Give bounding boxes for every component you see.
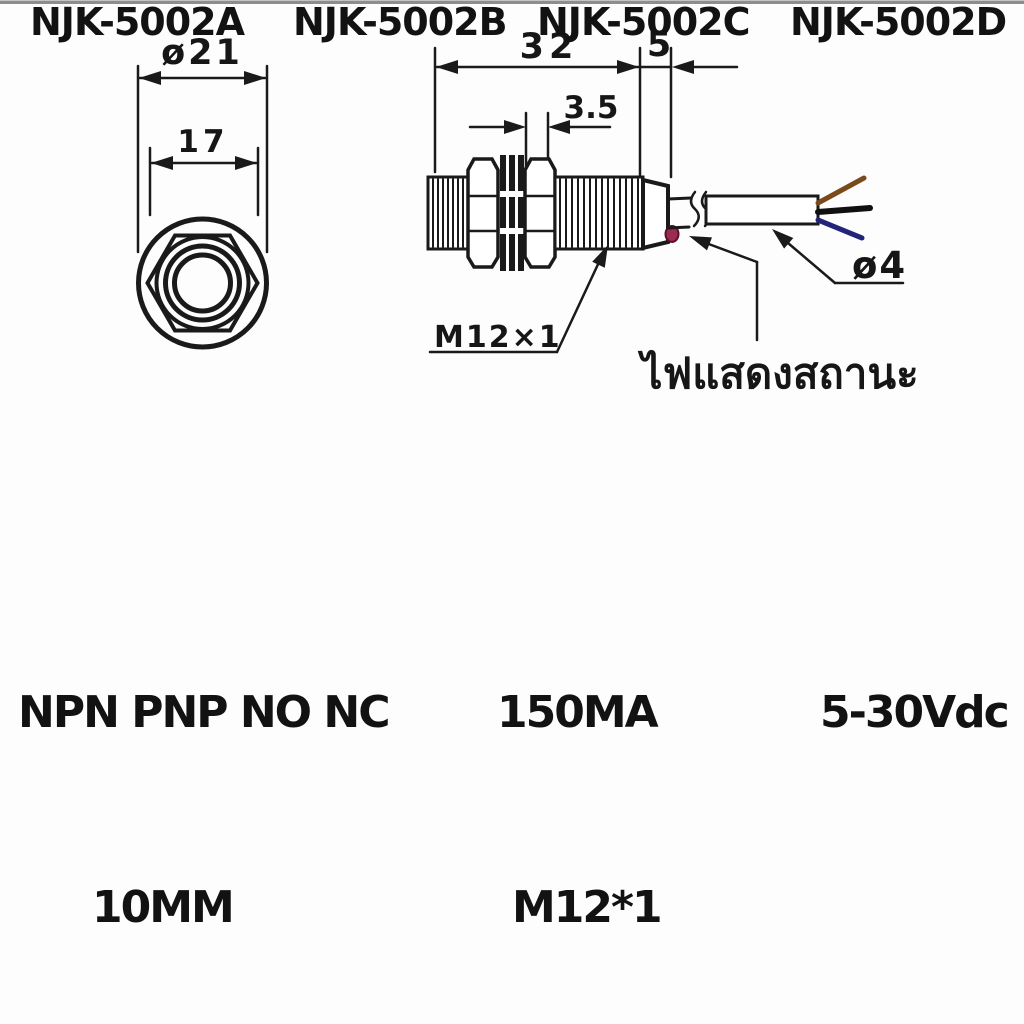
thread-inner-circle bbox=[172, 252, 233, 314]
cable-stub bbox=[666, 225, 691, 230]
cable bbox=[704, 194, 820, 226]
wire-blue bbox=[815, 217, 865, 241]
wire-brown bbox=[815, 175, 867, 206]
arrowhead bbox=[592, 245, 608, 268]
thread-lines bbox=[559, 178, 639, 248]
hex-nut-outline bbox=[145, 233, 260, 333]
arrowhead bbox=[235, 156, 257, 170]
led-indicator bbox=[664, 225, 680, 243]
indicator-label: ไฟแสดงสถานะ bbox=[637, 349, 918, 398]
leader-line bbox=[555, 258, 602, 354]
rear-cap bbox=[641, 177, 670, 251]
arrowhead bbox=[139, 71, 161, 85]
arrowhead bbox=[436, 60, 458, 74]
inscribed-circle bbox=[154, 235, 251, 331]
dimension-drawing: ø21 17 32 bbox=[136, 25, 919, 398]
side-view: 32 5 3.5 bbox=[426, 25, 919, 398]
arrowhead bbox=[504, 120, 526, 134]
dim-hex-label: 17 bbox=[177, 124, 228, 160]
hex-nut-side bbox=[466, 157, 500, 269]
thread-outer-circle bbox=[163, 243, 242, 323]
arrowhead bbox=[672, 60, 694, 74]
main-barrel bbox=[553, 175, 645, 251]
thread-lines bbox=[432, 178, 464, 248]
model-cell: NJK-5002A bbox=[30, 0, 245, 44]
model-row: NJK-5002A NJK-5002B NJK-5002C NJK-5002D bbox=[0, 0, 1024, 44]
sensing-distance-cell: 10MM bbox=[92, 882, 235, 933]
cable-break bbox=[689, 190, 700, 228]
cable-diameter-label: ø4 bbox=[852, 244, 907, 287]
model-cell: NJK-5002D bbox=[790, 0, 1007, 44]
arrowhead bbox=[548, 120, 570, 134]
model-cell: NJK-5002B bbox=[293, 0, 508, 44]
washer-stack bbox=[500, 155, 524, 271]
current-rating-cell: 150MA bbox=[497, 687, 659, 738]
thread-spec-cell: M12*1 bbox=[512, 882, 663, 933]
arrowhead bbox=[151, 156, 173, 170]
model-cell: NJK-5002C bbox=[537, 0, 751, 44]
output-type-cell: NPN PNP NO NC bbox=[18, 687, 391, 738]
voltage-range-cell: 5-30Vdc bbox=[820, 687, 1010, 738]
table-divider-3 bbox=[0, 0, 1024, 4]
dim-nut-label: 3.5 bbox=[564, 90, 619, 126]
cable-stub bbox=[666, 196, 693, 201]
leader-line bbox=[704, 241, 759, 264]
dim-diameter-label: ø21 bbox=[161, 33, 243, 73]
leader-line bbox=[786, 241, 837, 285]
outer-circle bbox=[136, 216, 269, 350]
dim-length-label: 32 bbox=[520, 27, 579, 67]
arrowhead bbox=[617, 60, 639, 74]
arrowhead bbox=[244, 71, 266, 85]
thread-size-label: M12×1 bbox=[434, 320, 562, 355]
wire-black bbox=[815, 205, 873, 215]
arrowhead bbox=[689, 236, 712, 251]
hex-nut-side bbox=[523, 157, 557, 269]
dim-rear-label: 5 bbox=[647, 25, 671, 65]
front-view: ø21 17 bbox=[136, 33, 269, 350]
arrowhead bbox=[772, 229, 794, 249]
